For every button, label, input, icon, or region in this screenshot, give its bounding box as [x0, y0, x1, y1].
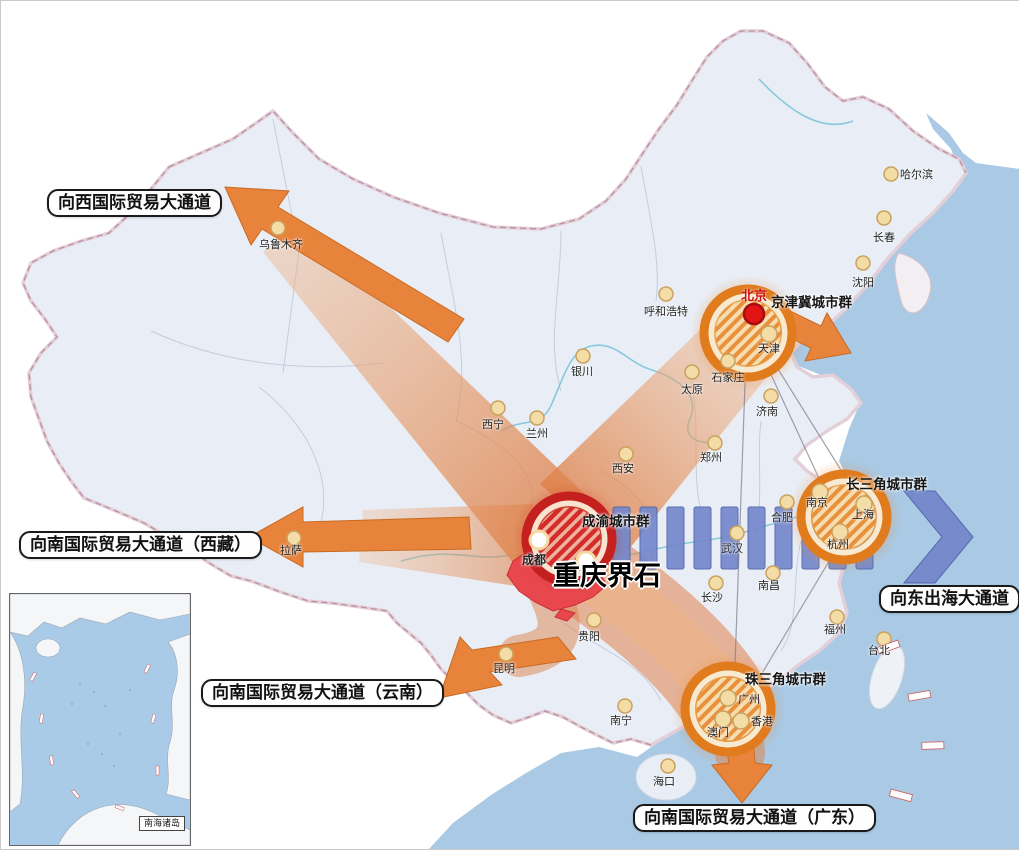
city-dot-nanchang: [765, 565, 781, 581]
city-dot-kunming: [498, 646, 514, 662]
city-dot-beijing: [742, 302, 766, 326]
sea-area: [429, 113, 1019, 849]
city-label-taibei: 台北: [868, 645, 890, 657]
city-label-haikou: 海口: [653, 776, 675, 788]
city-label-jinan: 济南: [756, 406, 778, 418]
city-label-guiyang: 贵阳: [578, 631, 600, 643]
cluster-label-zhusanjiao: 珠三角城市群: [745, 672, 826, 687]
city-label-tianjin: 天津: [758, 343, 780, 355]
city-label-zhengzhou: 郑州: [700, 452, 722, 464]
corridor-label-east-sea: 向东出海大通道: [879, 585, 1019, 614]
city-dot-haerbin: [883, 166, 899, 182]
city-label-yinchuan: 银川: [571, 366, 593, 378]
city-dot-aomen: [714, 710, 732, 728]
corridor-label-south-yunnan: 向南国际贸易大通道（云南）: [201, 679, 444, 708]
city-label-haerbin: 哈尔滨: [900, 169, 933, 181]
city-label-beijing: 北京: [740, 288, 768, 303]
corridor-label-west: 向西国际贸易大通道: [47, 189, 222, 218]
city-label-shijiazhuang: 石家庄: [711, 372, 745, 384]
city-label-xian: 西安: [612, 463, 634, 475]
city-label-huhehaote: 呼和浩特: [644, 306, 688, 318]
city-dot-changsha: [708, 575, 724, 591]
city-dot-yinchuan: [575, 348, 591, 364]
chongqing-jieshi-annotation: 重庆界石: [553, 561, 661, 591]
city-label-changchun: 长春: [873, 232, 895, 244]
china-border-dashes: [22, 30, 967, 746]
city-label-shenyang: 沈阳: [852, 277, 874, 289]
city-label-fuzhou: 福州: [824, 624, 846, 636]
city-dot-huhehaote: [658, 286, 674, 302]
city-label-lasa: 拉萨: [280, 545, 302, 557]
city-dot-jinan: [763, 388, 779, 404]
arrow-south-tibet: [247, 506, 472, 568]
korea-peninsula: [894, 252, 932, 314]
city-label-nanjing: 南京: [806, 497, 828, 509]
city-dot-guiyang: [586, 612, 602, 628]
city-label-xianggang: 香港: [751, 716, 773, 728]
inset-map-graphics: [10, 594, 190, 845]
city-label-wuhan: 武汉: [721, 543, 743, 555]
corridor-label-south-tibet: 向南国际贸易大通道（西藏）: [19, 531, 262, 560]
city-dot-guangzhou: [719, 689, 737, 707]
cluster-label-changsanjiao: 长三角城市群: [846, 477, 927, 492]
city-dot-xian: [618, 446, 634, 462]
cluster-zhusanjiao-circle: [671, 652, 785, 766]
city-dot-nanjing: [811, 483, 829, 501]
city-dot-xianggang: [732, 712, 750, 730]
city-dot-wulumuqi: [270, 220, 286, 236]
city-dot-tianjin: [760, 325, 778, 343]
city-label-kunming: 昆明: [493, 663, 515, 675]
city-dot-taiyuan: [684, 364, 700, 380]
corridor-label-south-guangdong: 向南国际贸易大通道（广东）: [633, 804, 876, 833]
city-label-guangzhou: 广州: [738, 694, 760, 706]
city-dot-shenyang: [855, 255, 871, 271]
cluster-label-chengyu: 成渝城市群: [582, 514, 650, 529]
city-dot-chongqing: [575, 550, 597, 572]
hainan-island: [635, 753, 697, 801]
city-dot-shijiazhuang: [720, 353, 736, 369]
city-label-taiyuan: 太原: [681, 384, 703, 396]
city-dot-zhengzhou: [707, 435, 723, 451]
south-china-sea-inset: 南海诸岛: [9, 593, 191, 846]
cluster-jingjinji-circle: [690, 275, 806, 391]
city-dot-hangzhou: [831, 523, 849, 541]
city-label-hangzhou: 杭州: [827, 539, 849, 551]
city-label-nanchang: 南昌: [758, 580, 780, 592]
city-dot-xining: [490, 400, 506, 416]
city-dot-haikou: [660, 758, 676, 774]
city-dot-changchun: [876, 210, 892, 226]
city-label-hefei: 合肥: [771, 512, 793, 524]
city-label-lanzhou: 兰州: [526, 428, 548, 440]
city-dot-fuzhou: [829, 609, 845, 625]
city-dot-lanzhou: [529, 410, 545, 426]
cluster-label-jingjinji: 京津冀城市群: [771, 295, 852, 310]
city-label-nanning: 南宁: [610, 715, 632, 727]
city-dot-lasa: [286, 530, 302, 546]
city-dot-wuhan: [729, 525, 745, 541]
city-dot-nanning: [617, 698, 633, 714]
city-dot-chengdu: [528, 529, 550, 551]
city-label-chengdu: 成都: [521, 553, 547, 567]
city-label-shanghai: 上海: [852, 509, 874, 521]
city-label-aomen: 澳门: [707, 727, 729, 739]
city-dot-shanghai: [855, 495, 873, 513]
city-dot-hefei: [779, 494, 795, 510]
city-label-wulumuqi: 乌鲁木齐: [259, 239, 303, 251]
city-label-changsha: 长沙: [701, 592, 723, 604]
city-dots: [270, 166, 899, 774]
arrow-south-yunnan: [438, 636, 577, 699]
sea-boundary-dashes: [876, 639, 945, 803]
city-label-xining: 西宁: [482, 419, 504, 431]
inset-map-title: 南海诸岛: [138, 816, 185, 831]
east-corridor-chevron: [902, 490, 974, 584]
